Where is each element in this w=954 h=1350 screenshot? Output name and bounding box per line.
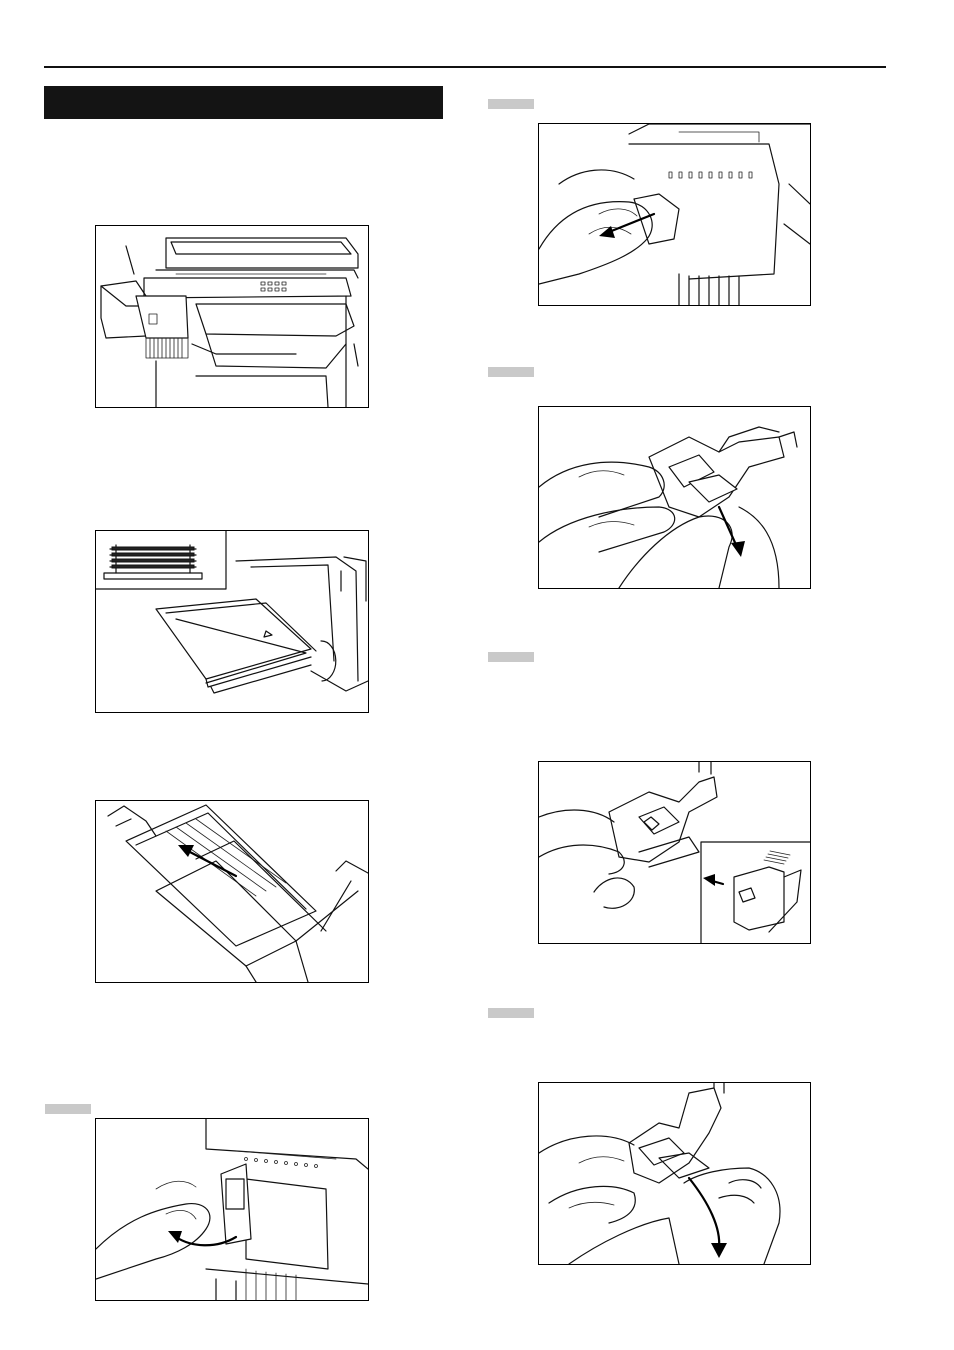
- step-tab: [488, 1008, 534, 1018]
- removing-staple-case-drawing: [538, 406, 811, 589]
- removing-refill-tape-drawing: [538, 1082, 811, 1265]
- finisher-tray-with-stacked-paper-drawing: [95, 530, 369, 713]
- copier-with-finisher-drawing: [95, 225, 369, 408]
- step-tab: [488, 367, 534, 377]
- header-rule: [44, 66, 886, 68]
- pulling-staple-cartridge-drawing: [538, 123, 811, 306]
- opening-stapler-cover-drawing: [95, 1118, 369, 1301]
- section-title-bar: [44, 86, 443, 119]
- step-tab: [45, 1104, 91, 1114]
- inserting-staple-refill-drawing: [538, 761, 811, 944]
- step-tab: [488, 652, 534, 662]
- extending-tray-drawing: [95, 800, 369, 983]
- step-tab: [488, 99, 534, 109]
